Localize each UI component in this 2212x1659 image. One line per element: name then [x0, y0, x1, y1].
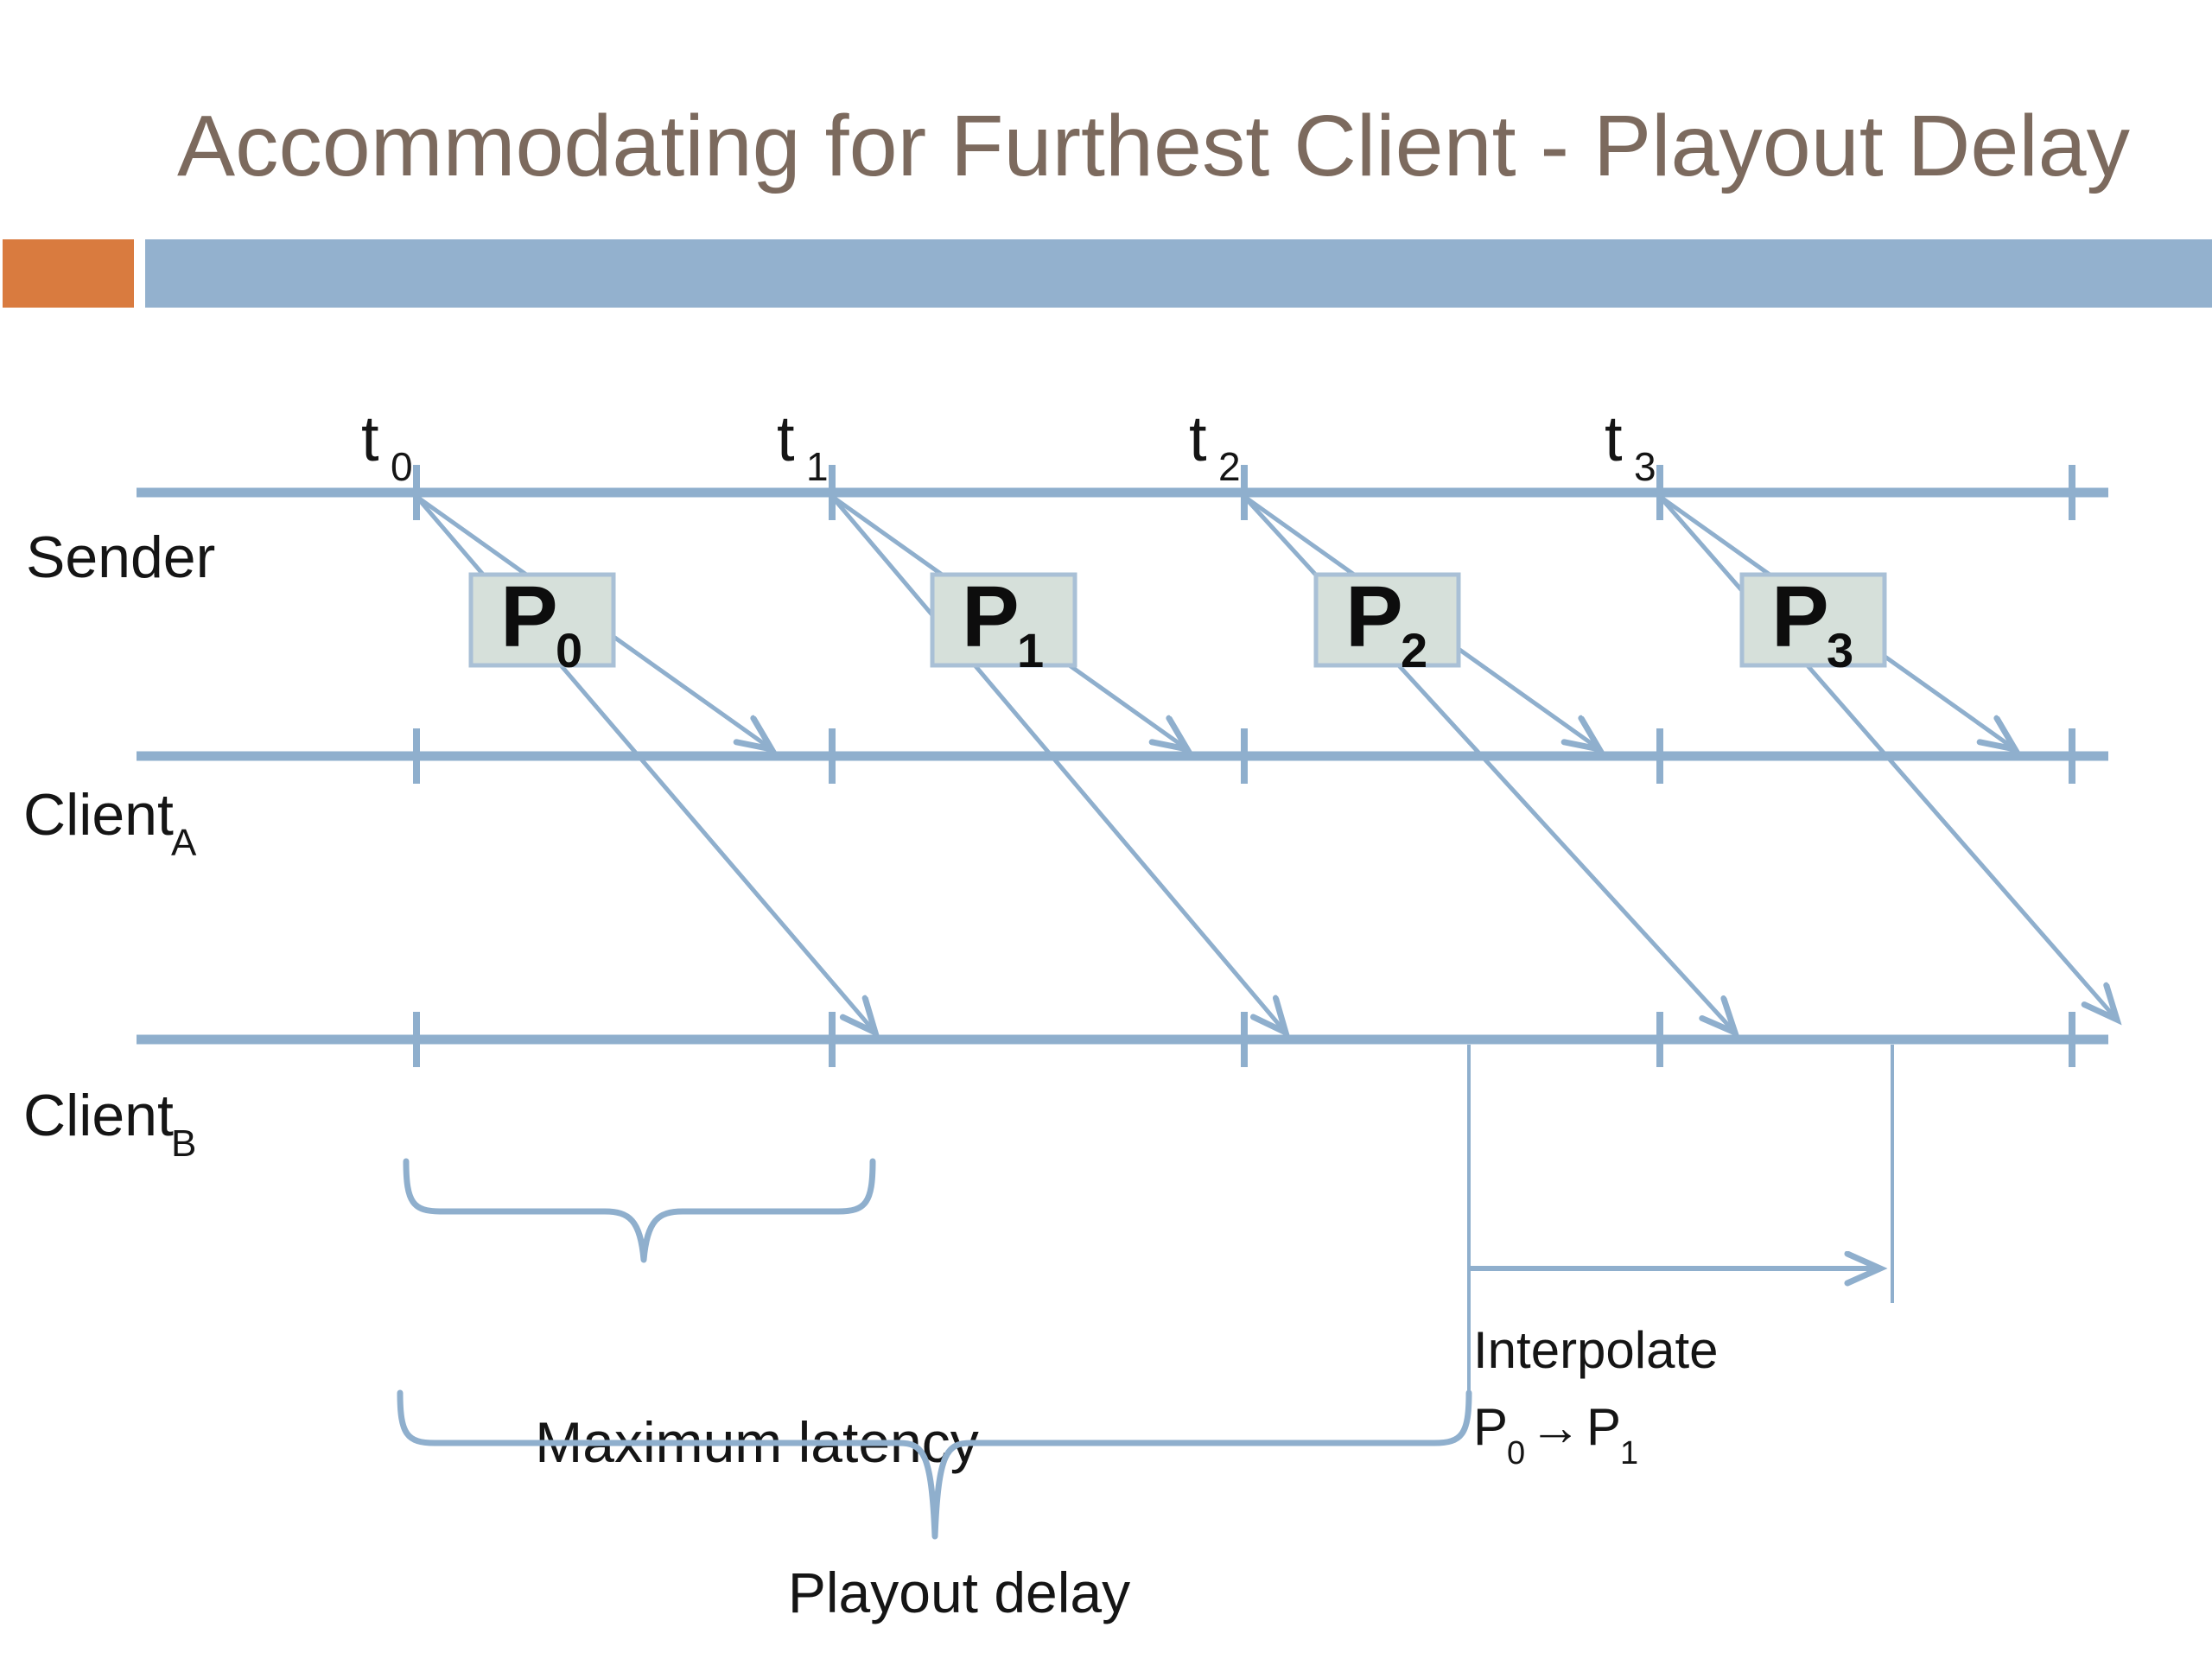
p0-subscript: 0 [556, 623, 582, 677]
row-label-sender: Sender [26, 524, 215, 590]
t3-label: t [1605, 403, 1623, 474]
p3-subscript: 3 [1827, 623, 1853, 677]
arrow-t3-client-b [1659, 496, 2117, 1020]
client-a-ticks [413, 728, 2075, 784]
client-a-label-subscript: A [171, 822, 197, 864]
t2-label: t [1189, 403, 1207, 474]
p3-box [1739, 572, 1887, 668]
page-title: Accommodating for Furthest Client - Play… [177, 98, 2130, 194]
max-latency-brace [403, 1158, 876, 1263]
header-accent-band [3, 239, 2212, 308]
time-label-t2: t 2 [1189, 403, 1241, 489]
client-a-label: Client [23, 782, 174, 848]
interpolate-annotation: Interpolate P 0 → P 1 [1467, 1045, 1894, 1471]
p0-label: P [500, 569, 558, 665]
p1-subscript: 1 [1017, 623, 1044, 677]
playout-delay-label: Playout delay [788, 1560, 1130, 1624]
interp-from-sub: 0 [1507, 1435, 1525, 1471]
p2-label: P [1345, 569, 1403, 665]
packet-box-p0: P 0 [468, 569, 616, 677]
p1-label: P [962, 569, 1020, 665]
interp-from-main: P [1473, 1398, 1508, 1456]
sender-ticks [413, 465, 2075, 520]
interp-to-sub: 1 [1620, 1435, 1638, 1471]
sender-timeline [137, 465, 2108, 520]
time-label-t3: t 3 [1605, 403, 1656, 489]
t1-subscript: 1 [806, 444, 829, 489]
time-label-t1: t 1 [777, 403, 829, 489]
packet-box-p1: P 1 [930, 569, 1077, 677]
interp-to-main: P [1586, 1398, 1621, 1456]
accent-orange-block [3, 239, 134, 308]
t3-subscript: 3 [1634, 444, 1656, 489]
packet-box-p2: P 2 [1313, 569, 1461, 677]
sender-label: Sender [26, 524, 215, 590]
client-b-ticks [413, 1012, 2075, 1067]
packet-box-p3: P 3 [1739, 569, 1887, 677]
client-b-timeline [137, 1012, 2108, 1067]
p2-box [1313, 572, 1461, 668]
client-a-timeline [137, 728, 2108, 784]
accent-blue-bar [145, 239, 2212, 308]
client-b-label: Client [23, 1083, 174, 1148]
row-label-client-b: Client B [23, 1083, 196, 1165]
t2-subscript: 2 [1218, 444, 1241, 489]
t0-subscript: 0 [391, 444, 413, 489]
interp-arrow-glyph: → [1529, 1398, 1581, 1456]
p1-box [930, 572, 1077, 668]
p3-label: P [1771, 569, 1829, 665]
client-b-label-subscript: B [171, 1122, 196, 1165]
t0-label: t [361, 403, 379, 474]
row-label-client-a: Client A [23, 782, 197, 864]
interpolate-label: Interpolate [1473, 1321, 1719, 1379]
arrow-t1-client-b [831, 496, 1286, 1033]
t1-label: t [777, 403, 795, 474]
time-label-t0: t 0 [361, 403, 413, 489]
p2-subscript: 2 [1401, 623, 1427, 677]
interpolate-range-label: P 0 → P 1 [1473, 1398, 1638, 1471]
playout-delay-annotation: Playout delay [397, 1389, 1472, 1624]
p0-box [468, 572, 616, 668]
playout-delay-brace [397, 1389, 1472, 1540]
